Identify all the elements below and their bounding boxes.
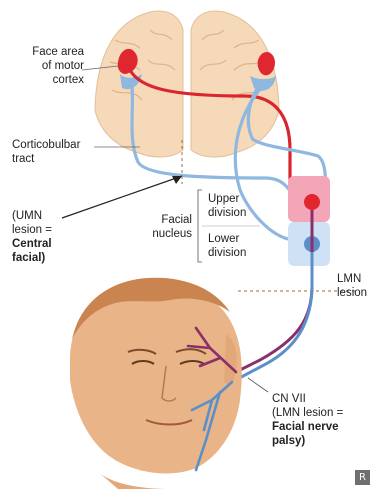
patient-face <box>70 278 242 489</box>
brain-left-hemisphere <box>95 11 183 157</box>
facial-nucleus-bracket <box>198 190 202 262</box>
upper-division-label: Upper division <box>208 192 246 220</box>
umn-lesion-arrowhead <box>172 176 182 184</box>
lmn-lesion-label: LMN lesion <box>337 272 367 300</box>
umn-lesion-arrow <box>62 176 182 218</box>
cn7-label: CN VII (LMN lesion = Facial nerve palsy) <box>272 392 343 448</box>
facial-nerve-lower-trunk <box>232 252 312 382</box>
upper-division-neuron <box>304 194 320 210</box>
rx-logo: R <box>355 470 370 485</box>
cn7-leader <box>248 378 268 392</box>
face-area-label: Face area of motor cortex <box>14 45 84 87</box>
corticobulbar-label: Corticobulbar tract <box>12 138 80 166</box>
facial-nucleus-label: Facial nucleus <box>130 213 192 241</box>
lower-division-label: Lower division <box>208 232 246 260</box>
umn-lesion-label: (UMN lesion = Central facial) <box>12 209 52 265</box>
